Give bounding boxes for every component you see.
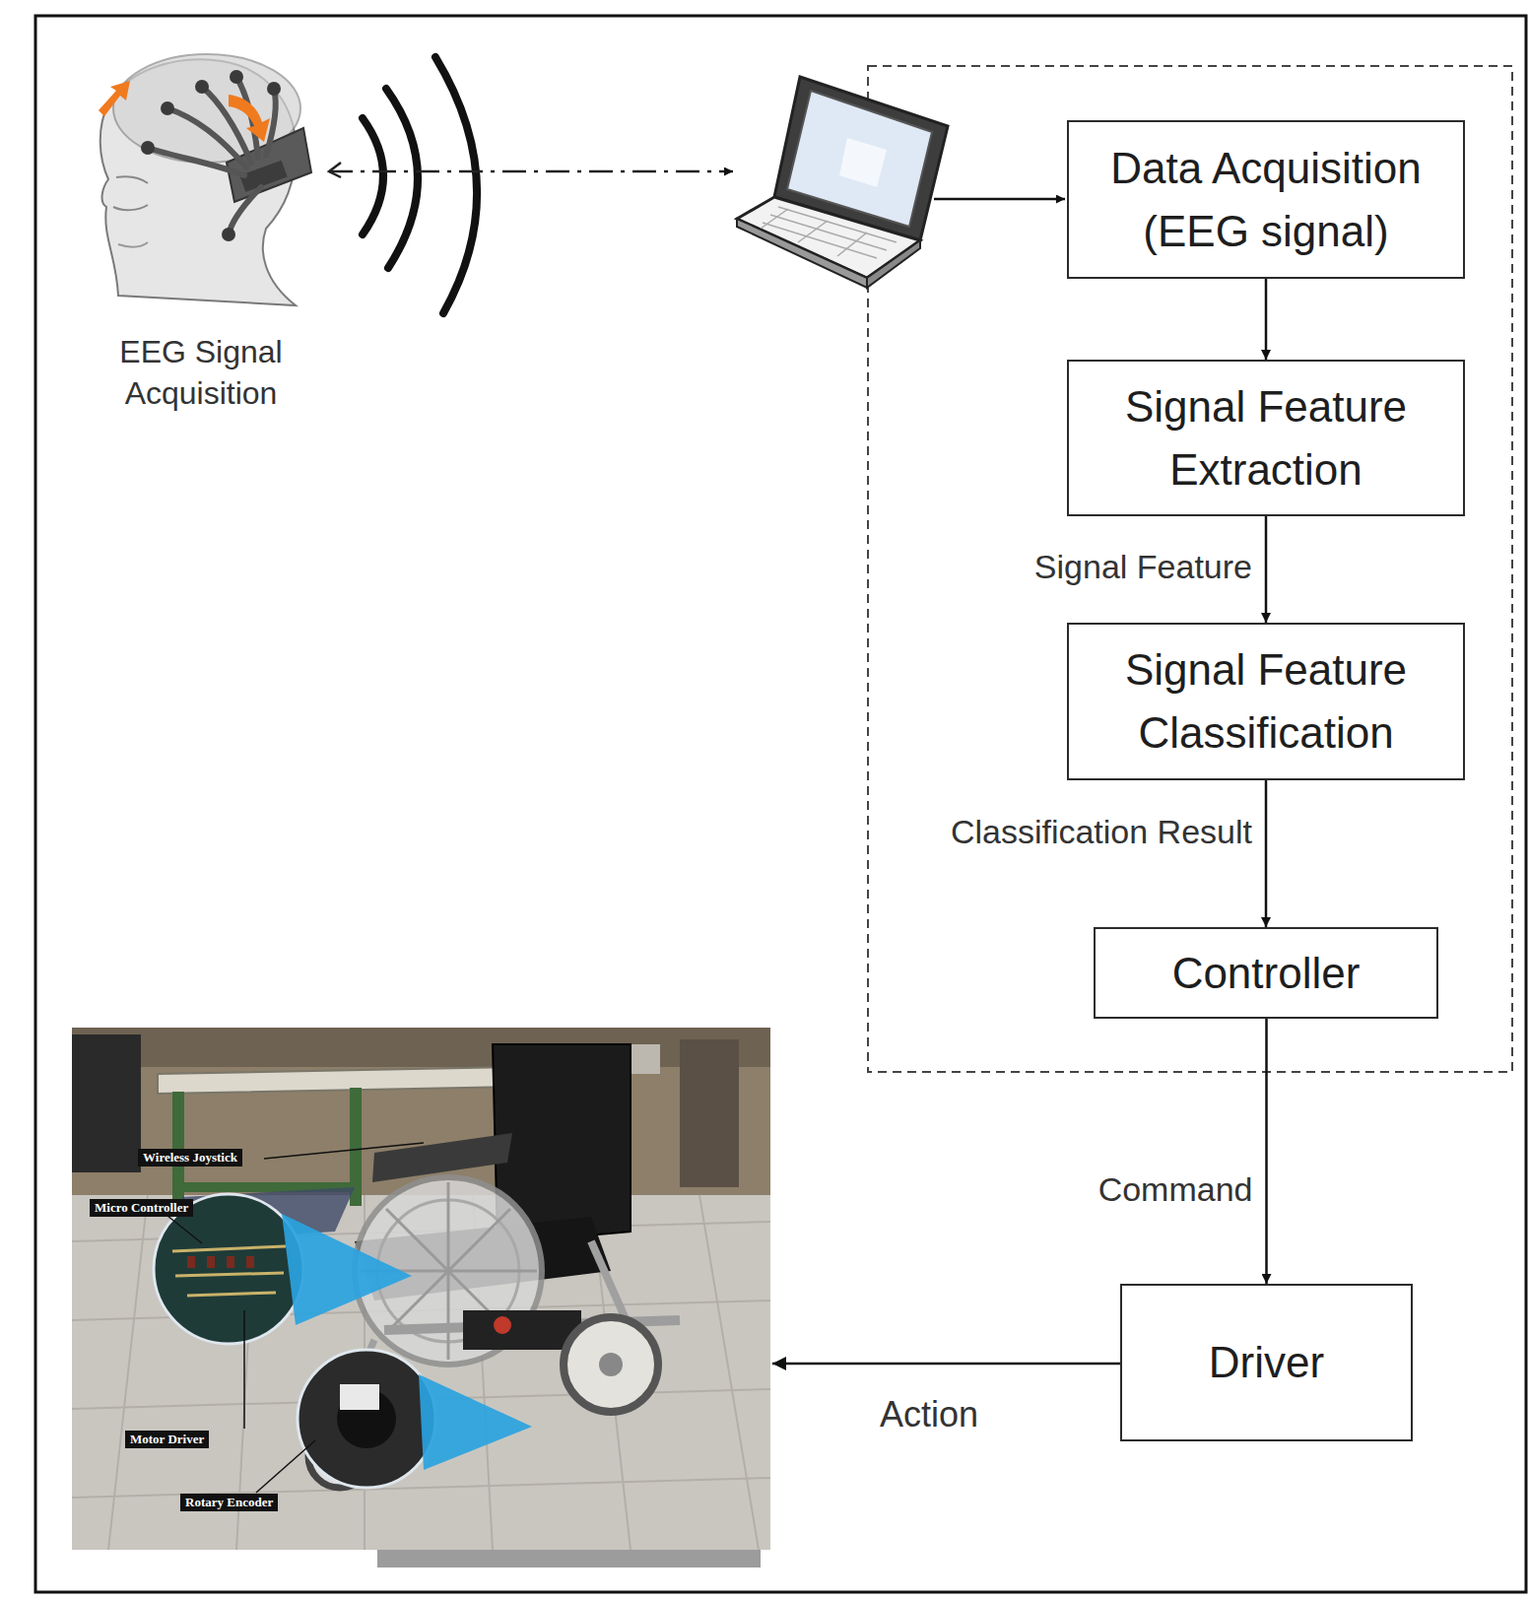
box-label: Driver [1208, 1330, 1325, 1395]
action-arrow [772, 1362, 1121, 1366]
wireless-link [329, 170, 733, 174]
edge-label: Classification Result [948, 811, 1255, 852]
process-box: Signal Feature Classification [1066, 622, 1465, 781]
photo-callout: Motor Driver [125, 1430, 209, 1449]
flow-arrow [1264, 278, 1268, 360]
illustration-caption: EEG Signal Acquisition [92, 331, 310, 414]
box-label: Controller [1172, 941, 1361, 1005]
flow-arrow [1264, 516, 1268, 623]
eeg-head-illustration [98, 54, 312, 306]
wireless-signal [362, 57, 477, 314]
box-label: Signal Feature Classification [1078, 638, 1454, 765]
processing-region [867, 66, 1513, 1072]
box-label: Data Acquisition (EEG signal) [1078, 136, 1454, 264]
photo-callout: Micro Controller [89, 1198, 194, 1217]
process-box: Data Acquisition (EEG signal) [1066, 120, 1465, 279]
laptop-link-arrow [933, 198, 1065, 201]
driver-box: Driver [1120, 1283, 1413, 1442]
outer-frame [35, 15, 1527, 1593]
photo-base-strip [377, 1549, 761, 1568]
flow-arrow [1264, 1018, 1268, 1284]
edge-label: Signal Feature [1032, 546, 1255, 587]
laptop-icon [736, 76, 948, 288]
wireless-link-head [329, 162, 341, 178]
photo-callout: Rotary Encoder [180, 1493, 278, 1512]
controller-box: Controller [1093, 927, 1439, 1019]
photo-callout: Wireless Joystick [137, 1148, 243, 1167]
flow-arrow [1264, 780, 1268, 928]
process-box: Signal Feature Extraction [1066, 359, 1465, 517]
box-label: Signal Feature Extraction [1078, 375, 1454, 502]
edge-label: Command [1096, 1169, 1256, 1209]
wheelchair-photo [71, 1027, 771, 1550]
arrow-label: Action [879, 1393, 979, 1437]
